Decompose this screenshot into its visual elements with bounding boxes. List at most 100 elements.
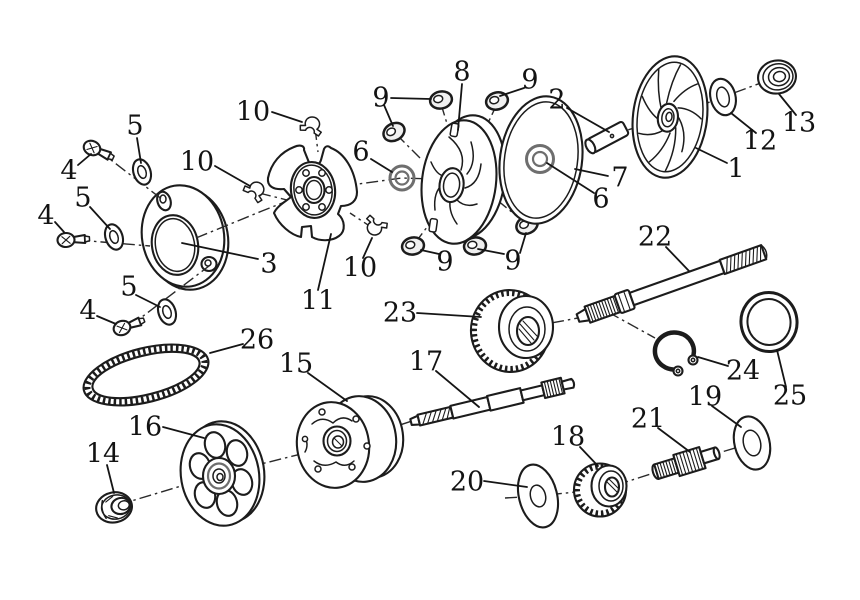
leader-line-12	[730, 112, 757, 134]
part-8-movable-drive-face	[420, 114, 507, 245]
part-4-screw-b	[56, 230, 91, 249]
part-9-roller-1	[427, 88, 455, 112]
leader-line-15	[307, 372, 348, 402]
part-14-nut	[95, 491, 133, 524]
part-label-10-17: 10	[236, 97, 270, 128]
leader-line-24	[697, 356, 729, 367]
part-label-10-19: 10	[343, 253, 377, 284]
leader-line-17	[435, 370, 480, 408]
part-label-6-10: 6	[592, 184, 609, 215]
part-10-slider-c	[360, 213, 390, 240]
part-label-23-32: 23	[383, 298, 417, 329]
part-label-26-35: 26	[240, 325, 274, 356]
part-label-9-16: 9	[504, 246, 521, 277]
part-26-drive-belt	[82, 343, 210, 407]
leader-line-10	[271, 111, 303, 123]
part-12-washer	[709, 77, 737, 117]
leader-line-9	[499, 87, 525, 97]
part-label-11-20: 11	[301, 286, 335, 317]
leader-line-9	[477, 248, 505, 255]
leader-line-5	[135, 294, 161, 308]
part-label-21-30: 21	[631, 404, 665, 435]
leader-line-9	[390, 97, 432, 100]
part-label-9-15: 9	[436, 247, 453, 278]
part-25-oil-seal	[739, 291, 799, 353]
leader-line-4	[54, 221, 65, 233]
part-label-22-31: 22	[638, 222, 672, 253]
leader-line-3	[181, 242, 259, 260]
part-label-2-1: 2	[548, 85, 565, 116]
part-label-9-14: 9	[521, 65, 538, 96]
leader-line-4	[77, 153, 92, 166]
part-7-drive-plate	[498, 95, 584, 225]
part-label-13-22: 13	[782, 108, 816, 139]
part-5-washer-c	[153, 295, 181, 329]
part-2-spacer-bushing	[584, 120, 630, 155]
part-17-shaft	[409, 376, 576, 427]
part-24-circlip	[652, 330, 699, 377]
part-label-16-25: 16	[128, 412, 162, 443]
leader-line-18	[579, 446, 599, 467]
part-label-25-34: 25	[773, 381, 807, 412]
part-label-6-9: 6	[352, 137, 369, 168]
leader-line-10	[214, 165, 251, 187]
part-16-driven-pulley	[179, 420, 266, 527]
part-label-14-23: 14	[86, 439, 120, 470]
leader-line-25	[776, 349, 787, 388]
leader-line-22	[665, 246, 690, 272]
part-20-washer	[516, 463, 560, 529]
leader-line-9	[383, 104, 394, 127]
part-10-slider-b	[241, 176, 271, 205]
part-label-12-21: 12	[743, 126, 777, 157]
part-label-24-33: 24	[726, 356, 760, 387]
leader-line-26	[209, 343, 244, 354]
part-1-drive-face-fan	[631, 55, 709, 179]
part-10-slider-a	[298, 113, 326, 138]
leader-line-19	[711, 405, 742, 428]
part-9-roller-4	[399, 234, 427, 258]
part-19-washer	[732, 415, 772, 471]
leader-line-13	[778, 93, 797, 116]
part-label-10-18: 10	[180, 147, 214, 178]
part-21-gear-shaft	[651, 446, 721, 480]
part-3-cover-plate	[140, 184, 230, 291]
part-5-washer-b	[100, 220, 128, 254]
leader-line-11	[317, 233, 332, 291]
part-label-5-8: 5	[120, 272, 137, 303]
part-13-nut	[757, 59, 797, 95]
part-label-1-0: 1	[727, 154, 744, 185]
leader-line-7	[574, 168, 609, 177]
part-label-9-13: 9	[372, 83, 389, 114]
leader-line-5	[136, 137, 142, 164]
leader-line-8	[457, 83, 463, 131]
leader-line-16	[162, 426, 205, 439]
part-label-5-7: 5	[74, 183, 91, 214]
part-6-spacer-ring-left	[388, 164, 416, 192]
part-label-20-29: 20	[450, 467, 484, 498]
part-11-ramp-plate	[266, 144, 359, 242]
leader-line-4	[96, 315, 117, 325]
leader-line-2	[566, 107, 610, 133]
part-label-4-3: 4	[60, 156, 77, 187]
part-18-gear	[572, 462, 628, 518]
part-4-screw-c	[110, 312, 148, 339]
part-label-19-28: 19	[688, 382, 722, 413]
part-label-17-26: 17	[409, 347, 443, 378]
leader-line-6	[546, 162, 595, 194]
leader-line-14	[106, 464, 115, 494]
leader-line-10	[362, 237, 373, 259]
part-label-4-5: 4	[79, 296, 96, 327]
leader-line-21	[657, 427, 691, 453]
leader-line-6	[370, 158, 393, 173]
part-23-gear	[469, 288, 555, 374]
part-label-3-2: 3	[260, 249, 277, 280]
leader-line-23	[416, 312, 482, 318]
leader-line-1	[695, 147, 728, 164]
leader-line-9	[519, 232, 527, 254]
part-label-5-6: 5	[126, 111, 143, 142]
leader-line-20	[483, 480, 528, 488]
part-label-4-4: 4	[37, 201, 54, 232]
